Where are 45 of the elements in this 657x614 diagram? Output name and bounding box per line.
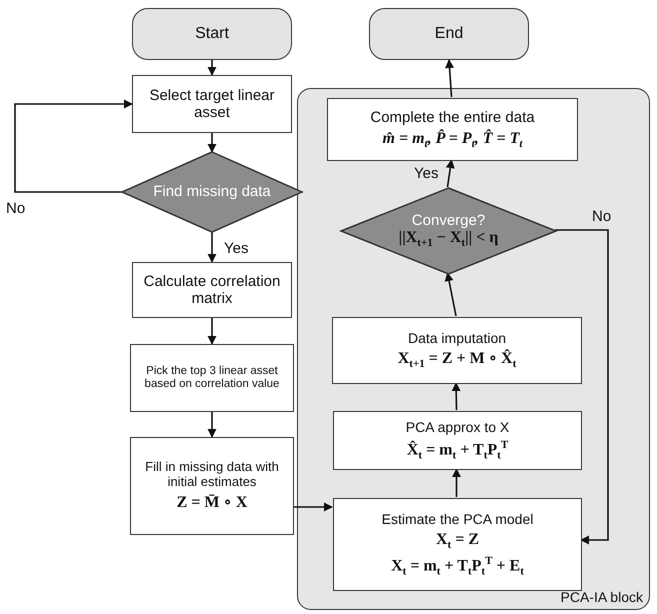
group-label: PCA-IA block — [560, 589, 643, 605]
step-label: Data imputation — [408, 330, 506, 346]
decision-diamond — [122, 152, 302, 232]
decision-diamond — [341, 188, 556, 274]
process-box — [332, 317, 582, 384]
process-box — [132, 75, 292, 133]
arrow — [446, 159, 455, 188]
arrow — [208, 412, 216, 438]
step-label: End — [434, 24, 464, 44]
process-box — [130, 437, 294, 535]
step-label: Select target linear asset — [148, 86, 276, 122]
group-panel — [297, 88, 650, 610]
step-label: PCA approx to X — [406, 419, 510, 436]
arrow — [14, 100, 133, 193]
process-box — [333, 498, 582, 591]
arrow — [445, 59, 454, 98]
arrow — [555, 229, 609, 544]
process-box — [327, 98, 578, 161]
arrow — [208, 60, 216, 76]
step-label: Estimate the PCA model — [382, 511, 534, 528]
arrow — [294, 502, 333, 512]
process-box — [333, 411, 582, 470]
arrow — [208, 133, 216, 153]
formula: X$_{t}$ = Z — [436, 531, 480, 552]
arrow — [452, 382, 461, 410]
formula: ||X$_{t+1}$ − X$_{t}$|| < η — [398, 229, 498, 250]
terminal-box — [369, 8, 529, 60]
arrow — [452, 468, 461, 497]
step-label: Pick the top 3 linear asset based on correlation value — [144, 364, 280, 392]
step-label: Fill in missing data with initial estimates — [144, 460, 280, 490]
arrow — [444, 272, 457, 316]
formula: X$_{t}$ = m$_{t}$ + T$_{t}$P$_{t}$$^{T}$ + E$_{t}$ — [391, 555, 524, 578]
decision-label: Converge? — [412, 212, 486, 230]
step-label: Calculate correlation matrix — [142, 272, 282, 308]
process-box — [132, 262, 292, 318]
formula: Z = M̄ ∘ X — [176, 494, 248, 512]
decision-label: Find missing data — [153, 183, 271, 201]
process-box — [130, 344, 294, 412]
step-label: Complete the entire data — [370, 108, 535, 126]
formula: X$_{t+1}$ = Z + M ∘ X̂$_{t}$ — [398, 350, 516, 371]
arrow — [208, 318, 216, 345]
arrow — [208, 232, 216, 263]
step-label: Start — [195, 24, 229, 44]
terminal-box — [132, 8, 292, 60]
formula: m̂ = m$_{t}$, P̂ = P$_{t}$, T̂ = T$_{t}$ — [382, 130, 522, 150]
